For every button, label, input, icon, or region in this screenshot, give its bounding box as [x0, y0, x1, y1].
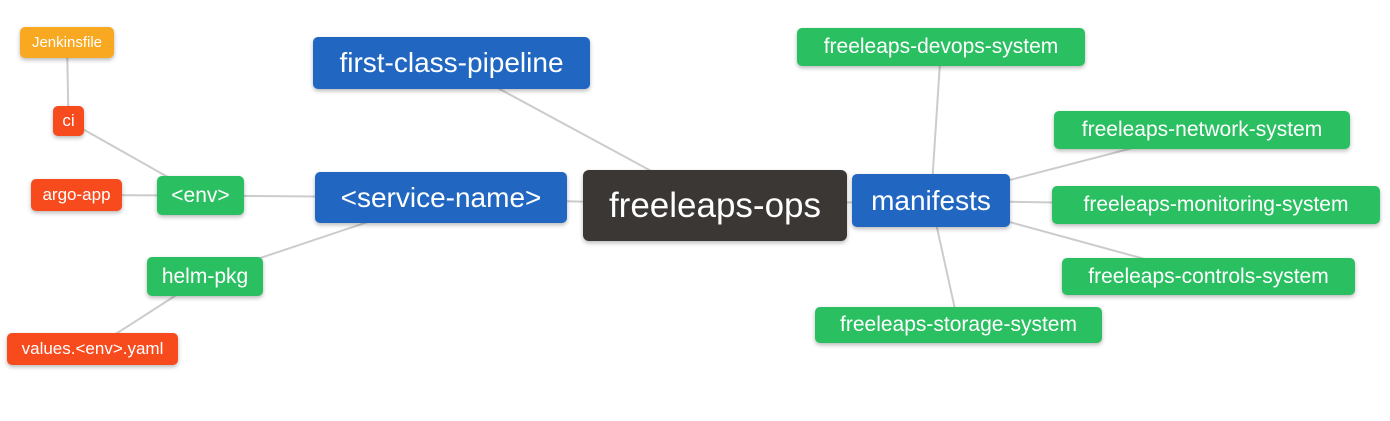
- node-manifests[interactable]: manifests: [852, 174, 1010, 227]
- node-freeleaps-storage-system[interactable]: freeleaps-storage-system: [815, 307, 1102, 343]
- node-freeleaps-ops[interactable]: freeleaps-ops: [583, 170, 847, 241]
- node-jenkinsfile[interactable]: Jenkinsfile: [20, 27, 114, 58]
- node-freeleaps-monitoring-system[interactable]: freeleaps-monitoring-system: [1052, 186, 1380, 224]
- node-argo-app[interactable]: argo-app: [31, 179, 122, 211]
- node-freeleaps-devops-system[interactable]: freeleaps-devops-system: [797, 28, 1085, 66]
- node-ci[interactable]: ci: [53, 106, 84, 136]
- node-values-env-yaml[interactable]: values.<env>.yaml: [7, 333, 178, 365]
- node-freeleaps-network-system[interactable]: freeleaps-network-system: [1054, 111, 1350, 149]
- node-service-name[interactable]: <service-name>: [315, 172, 567, 223]
- node-helm-pkg[interactable]: helm-pkg: [147, 257, 263, 296]
- node-env[interactable]: <env>: [157, 176, 244, 215]
- node-freeleaps-controls-system[interactable]: freeleaps-controls-system: [1062, 258, 1355, 295]
- node-first-class-pipeline[interactable]: first-class-pipeline: [313, 37, 590, 89]
